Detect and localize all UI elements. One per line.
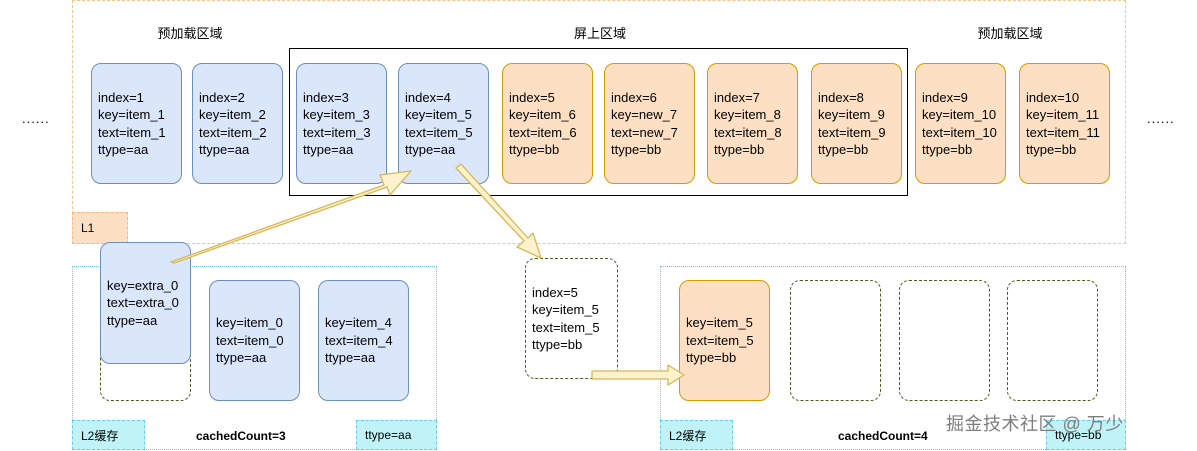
card-line: ttype=bb xyxy=(922,142,973,157)
cache-card-item-5: key=item_5 text=item_5 ttype=bb xyxy=(679,280,770,401)
type-tag-right: ttype=bb xyxy=(1046,420,1126,450)
card-line: ttype=bb xyxy=(1026,142,1077,157)
card-line: text=item_9 xyxy=(818,124,886,140)
card-line: ttype=aa xyxy=(405,142,456,157)
empty-cache-slot xyxy=(1007,280,1098,401)
card-line: text=item_5 xyxy=(405,124,473,140)
card-line: key=item_8 xyxy=(714,107,781,122)
arrow-recycle-icon xyxy=(455,163,542,259)
empty-cache-slot xyxy=(899,280,990,401)
card-line: text=item_0 xyxy=(216,332,284,348)
card-line: text=item_1 xyxy=(98,124,166,140)
card-line: text=new_7 xyxy=(611,124,678,140)
card-line: text=item_5 xyxy=(686,332,754,348)
card-line: index=4 xyxy=(405,89,451,105)
cached-count-right: cachedCount=4 xyxy=(838,429,928,443)
empty-cache-slot xyxy=(790,280,881,401)
card-line: index=5 xyxy=(509,89,555,105)
card-line: key=item_2 xyxy=(199,107,266,122)
l1-card-item-8: index=8 key=item_9 text=item_9 ttype=bb xyxy=(811,63,902,184)
card-line: index=8 xyxy=(818,89,864,105)
transit-card: index=5 key=item_5 text=item_5 ttype=bb xyxy=(525,258,618,379)
l2-cache-label-right: L2缓存 xyxy=(660,420,733,450)
card-line: key=item_5 xyxy=(532,302,599,317)
card-line: key=item_5 xyxy=(405,107,472,122)
card-line: index=3 xyxy=(303,89,349,105)
card-line: ttype=bb xyxy=(611,142,662,157)
card-line: ttype=aa xyxy=(98,142,149,157)
card-line: ttype=aa xyxy=(107,312,158,328)
l1-label: L1 xyxy=(72,212,128,244)
card-line: text=item_2 xyxy=(199,124,267,140)
l1-region xyxy=(72,0,1126,244)
card-line: key=extra_0 xyxy=(107,277,179,293)
card-line: key=item_6 xyxy=(509,107,576,122)
card-line: key=item_3 xyxy=(303,107,370,122)
arrow-reuse-icon xyxy=(170,170,412,264)
card-line: text=item_11 xyxy=(1026,124,1100,140)
card-line: index=10 xyxy=(1026,89,1080,105)
l1-card-item-6: index=6 key=new_7 text=new_7 ttype=bb xyxy=(604,63,695,184)
card-line: ttype=aa xyxy=(325,350,376,366)
card-line: text=item_4 xyxy=(325,332,393,348)
preload-area-left-title: 预加载区域 xyxy=(157,26,223,41)
card-line: text=item_8 xyxy=(714,124,782,140)
l2-cache-region-right xyxy=(660,266,1126,450)
card-line: key=item_11 xyxy=(1026,107,1100,122)
card-line: ttype=aa xyxy=(303,142,354,157)
card-line: text=item_6 xyxy=(509,124,577,140)
card-line: index=6 xyxy=(611,89,657,105)
l1-card-item-9: index=9 key=item_10 text=item_10 ttype=bb xyxy=(915,63,1006,184)
card-line: key=item_5 xyxy=(686,315,753,331)
ellipsis-right: ...... xyxy=(1147,111,1175,126)
l2-cache-region-left xyxy=(72,266,437,450)
card-line: ttype=bb xyxy=(509,142,560,157)
preload-area-right-title: 预加载区域 xyxy=(977,26,1043,41)
l1-card-item-2: index=2 key=item_2 text=item_2 ttype=aa xyxy=(192,63,283,184)
watermark: 掘金技术社区 @ 万少 xyxy=(946,414,1124,434)
card-line: text=item_3 xyxy=(303,124,371,140)
card-line: index=1 xyxy=(98,89,144,105)
l1-card-item-7: index=7 key=item_8 text=item_8 ttype=bb xyxy=(707,63,798,184)
ellipsis-left: ...... xyxy=(22,111,50,126)
card-line: index=7 xyxy=(714,89,760,105)
on-screen-area-title: 屏上区域 xyxy=(573,26,626,41)
card-line: key=item_9 xyxy=(818,107,885,122)
l1-card-item-4: index=4 key=item_5 text=item_5 ttype=aa xyxy=(398,63,489,184)
cached-count-left: cachedCount=3 xyxy=(196,429,286,443)
l1-card-item-1: index=1 key=item_1 text=item_1 ttype=aa xyxy=(91,63,182,184)
l1-card-item-5: index=5 key=item_6 text=item_6 ttype=bb xyxy=(502,63,593,184)
on-screen-area xyxy=(289,48,908,196)
card-line: text=item_5 xyxy=(532,319,600,335)
card-line: ttype=bb xyxy=(686,350,737,366)
card-line: key=item_1 xyxy=(98,107,165,122)
card-line: text=extra_0 xyxy=(107,295,179,311)
card-line: key=item_4 xyxy=(325,315,392,331)
cache-card-item-0: key=item_0 text=item_0 ttype=aa xyxy=(209,280,300,401)
card-line: ttype=aa xyxy=(216,350,267,366)
card-line: text=item_10 xyxy=(922,124,997,140)
l1-card-item-10: index=10 key=item_11 text=item_11 ttype=bb xyxy=(1019,63,1110,184)
card-line: ttype=aa xyxy=(199,142,250,157)
card-line: ttype=bb xyxy=(818,142,869,157)
card-line: ttype=bb xyxy=(532,337,583,352)
card-line: key=item_10 xyxy=(922,107,997,122)
card-line: index=5 xyxy=(532,284,578,300)
arrow-store-icon xyxy=(591,364,685,386)
type-tag-left: ttype=aa xyxy=(356,420,437,450)
card-line: ttype=bb xyxy=(714,142,765,157)
card-line: index=2 xyxy=(199,89,245,105)
l2-cache-label-left: L2缓存 xyxy=(72,420,145,450)
card-line: key=item_0 xyxy=(216,315,283,331)
cache-card-item-4: key=item_4 text=item_4 ttype=aa xyxy=(318,280,409,401)
card-line: key=new_7 xyxy=(611,107,678,122)
card-line: index=9 xyxy=(922,89,968,105)
l1-card-item-3: index=3 key=item_3 text=item_3 ttype=aa xyxy=(296,63,387,184)
